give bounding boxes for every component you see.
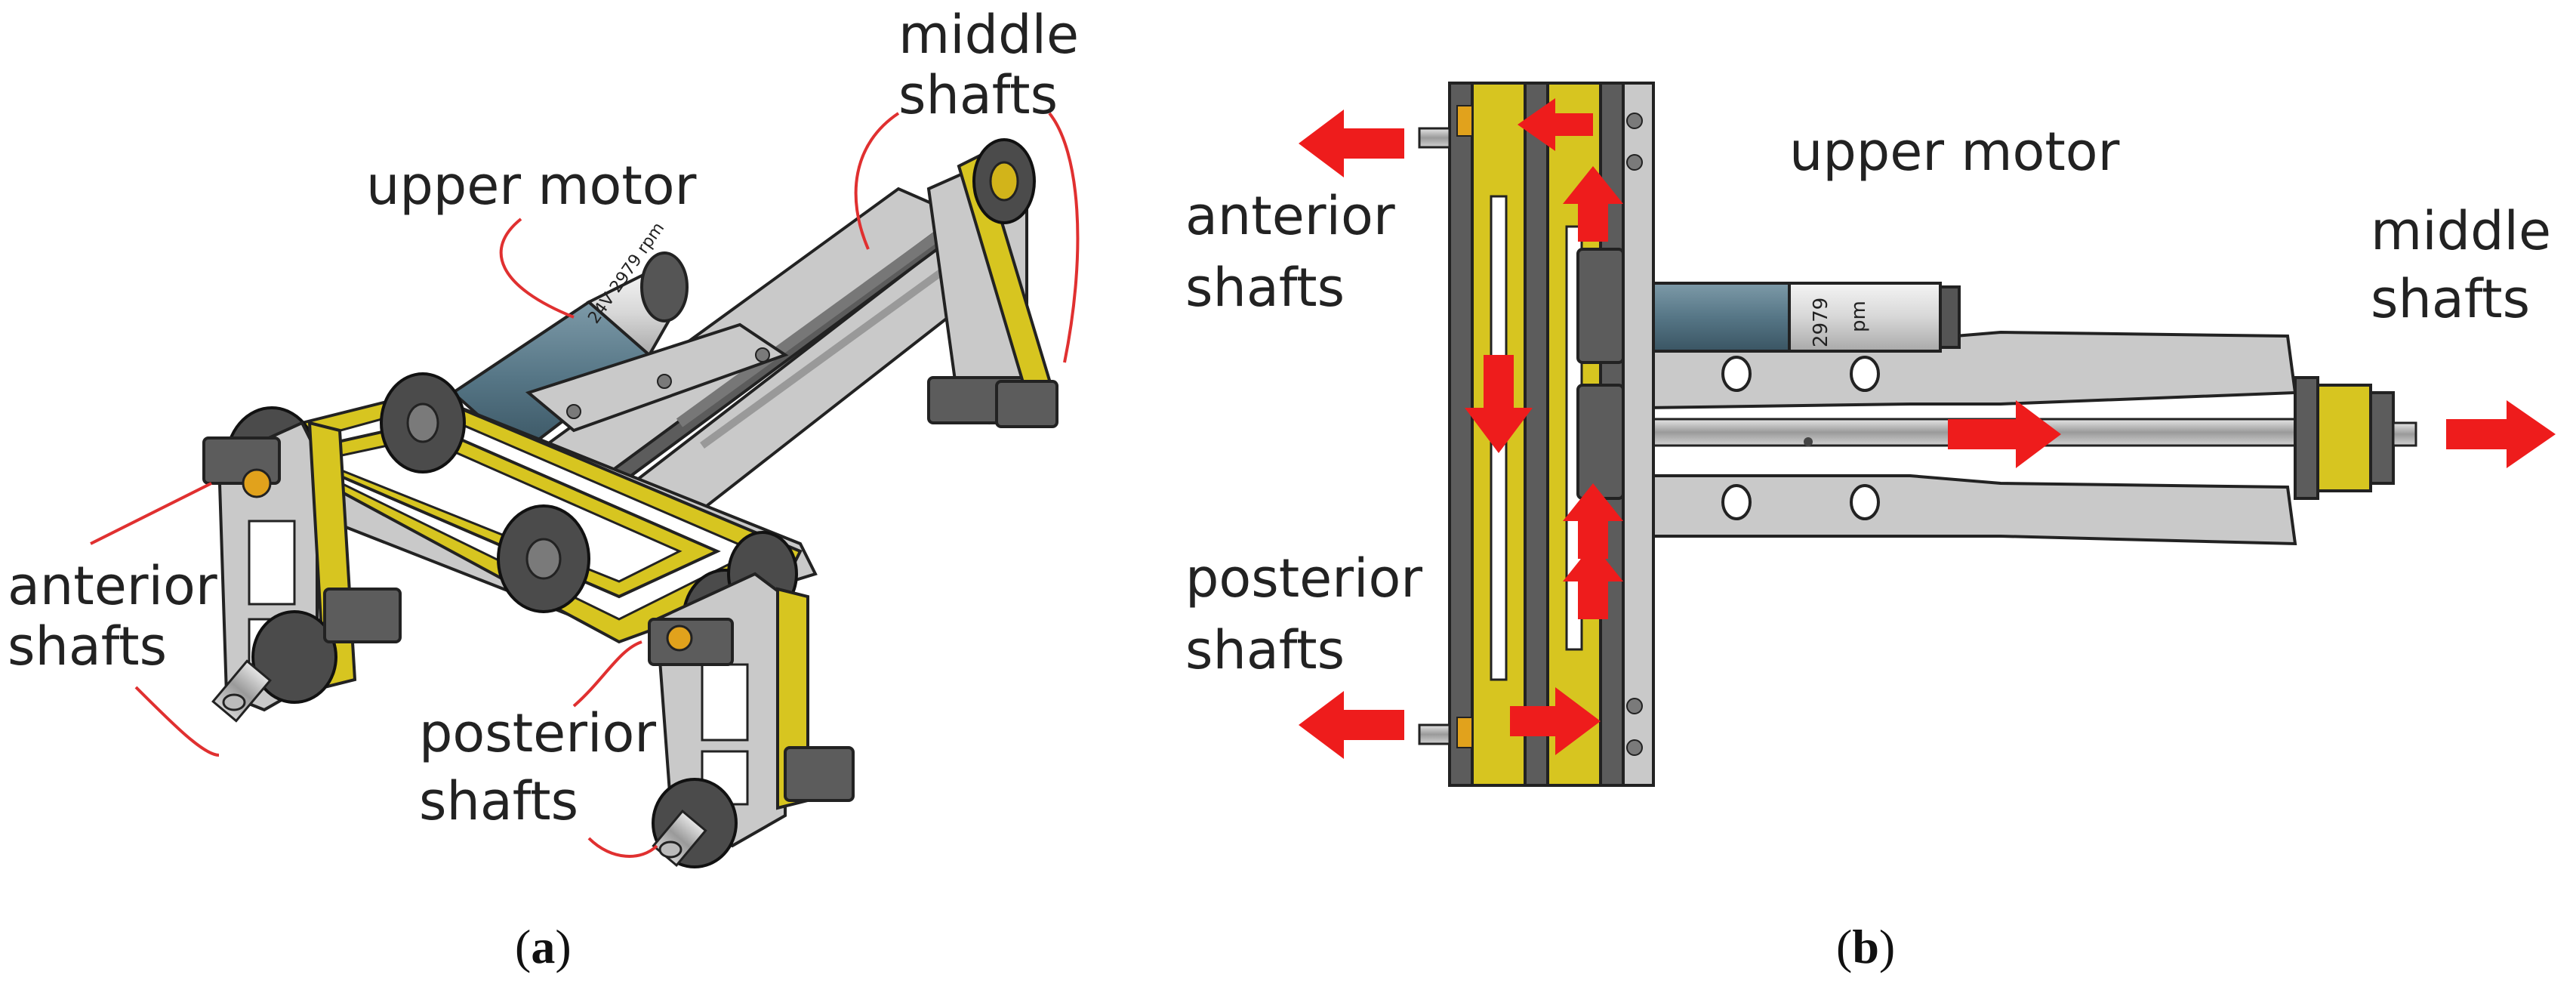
label-a-anterior-line2: shafts	[8, 615, 167, 677]
label-b-anterior-line1: anterior	[1185, 185, 1395, 247]
arrow-posterior-up-1	[1563, 544, 1623, 619]
label-b-upper-motor: upper motor	[1789, 121, 2120, 183]
pulleys-a	[225, 372, 798, 670]
label-a-posterior-line2: shafts	[419, 770, 578, 832]
label-b-middle-line2: shafts	[2371, 268, 2530, 330]
arrow-middle-out	[1948, 400, 2061, 468]
label-a-middle-line1: middle	[898, 4, 1079, 66]
motor-label-b2: pm	[1847, 301, 1870, 332]
middle-shaft-end-b	[2294, 376, 2417, 500]
middle-support-bracket	[926, 138, 1058, 428]
label-a-posterior-line1: posterior	[419, 702, 656, 764]
leader-posterior-shafts-2	[587, 837, 658, 858]
label-b-posterior-line2: shafts	[1185, 619, 1345, 681]
panel-a: 24V 2979 rpm	[8, 4, 1080, 973]
label-a-middle-line2: shafts	[898, 64, 1058, 126]
motor-label-b1: 2979	[1810, 298, 1832, 347]
caption-a-close: )	[555, 920, 571, 973]
motor-rail-block	[525, 322, 789, 433]
arrow-anterior-out	[1299, 109, 1404, 177]
arrow-middle-end	[2446, 400, 2556, 468]
arrow-posterior-up-2	[1563, 483, 1623, 559]
arrow-down-left-belt	[1465, 355, 1533, 453]
left-transmission-b	[1418, 82, 1655, 787]
leader-upper-motor	[499, 217, 575, 319]
arrow-posterior-out	[1299, 691, 1404, 759]
caption-b: (b)	[1836, 920, 1895, 973]
label-a-upper-motor: upper motor	[366, 155, 697, 217]
leader-anterior-shafts-2	[134, 686, 220, 757]
caption-b-open: (	[1836, 920, 1852, 973]
caption-a-open: (	[515, 920, 531, 973]
leader-middle-shafts-1	[854, 112, 900, 250]
arrow-anterior-left	[1518, 98, 1593, 151]
caption-b-letter: b	[1852, 920, 1879, 973]
leader-middle-shafts-2	[1048, 112, 1080, 363]
caption-a-letter: a	[531, 920, 555, 973]
label-b-posterior-line1: posterior	[1185, 547, 1422, 609]
label-b-anterior-line2: shafts	[1185, 257, 1345, 319]
panel-b: 2979 pm	[1185, 82, 2556, 973]
leader-posterior-shafts-1	[572, 640, 642, 708]
leader-anterior-shafts-1	[90, 482, 212, 545]
label-b-middle-line1: middle	[2371, 200, 2551, 262]
motion-arrows-b	[1299, 98, 2556, 759]
arrow-posterior-right	[1510, 687, 1601, 755]
label-a-anterior-line1: anterior	[8, 555, 217, 617]
posterior-leg-a	[648, 572, 855, 868]
arrow-anterior-up	[1563, 166, 1623, 242]
anterior-leg-a	[202, 421, 402, 723]
caption-a: (a)	[515, 920, 572, 973]
caption-b-close: )	[1879, 920, 1895, 973]
